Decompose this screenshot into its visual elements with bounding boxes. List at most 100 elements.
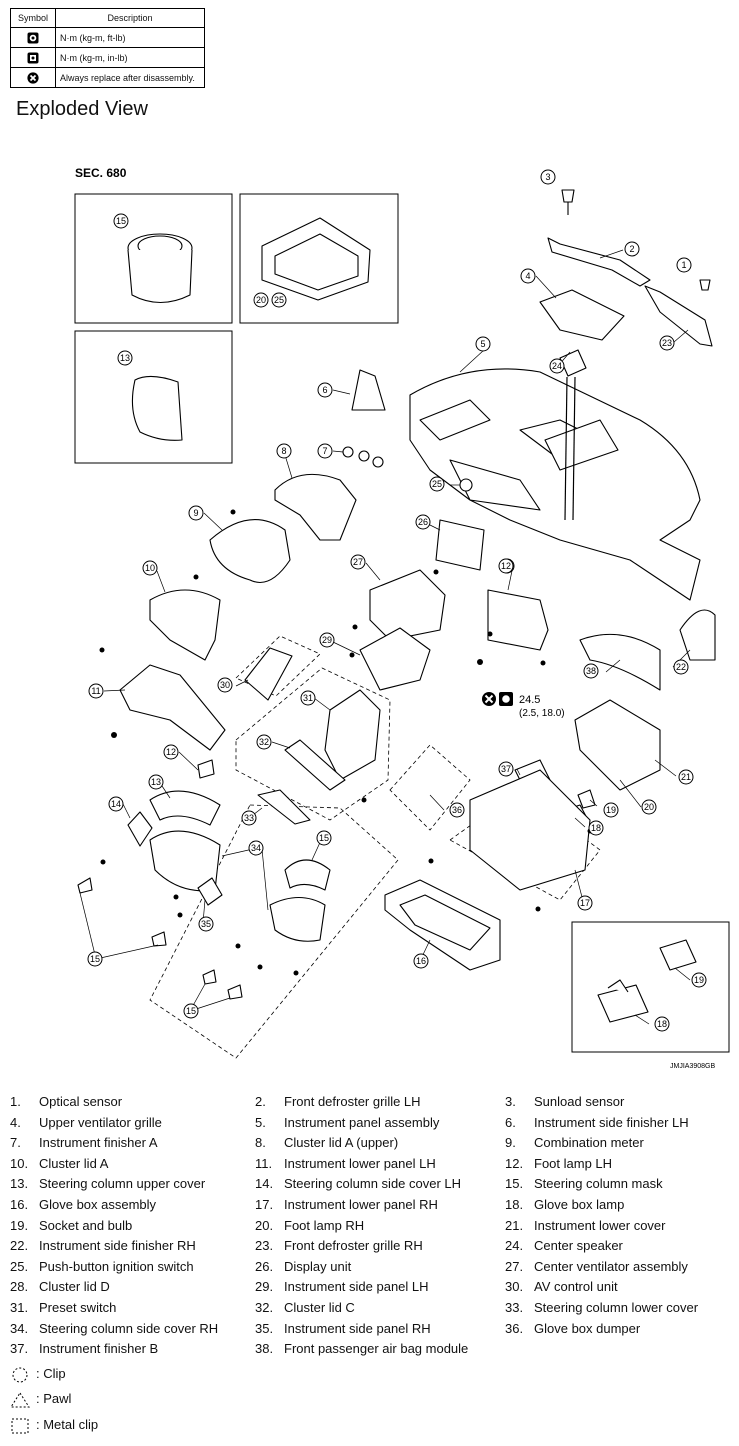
part-name: Cluster lid D [39,1279,110,1295]
part-number: 36. [505,1320,524,1336]
part-name: Steering column side cover LH [284,1176,462,1192]
part-number: 16. [10,1197,29,1212]
callout-label: 26 [418,517,428,527]
part-entry: 35.Instrument side panel RH [255,1321,431,1336]
part-number: 17. [255,1197,274,1212]
part-entry: 23.Front defroster grille RH [255,1238,423,1253]
part-entry: 38.Front passenger air bag module [255,1341,468,1356]
pawl-icon [10,1391,30,1408]
part-number: 14. [255,1176,274,1192]
callout-circle [498,761,514,777]
callout-circle [276,443,292,459]
part-entry: 14. Steering column side cover LH [255,1176,461,1191]
part-entry: 24.Center speaker [505,1238,623,1253]
part-number: 22. [10,1238,29,1254]
part-name: Steering column upper cover [39,1176,206,1192]
callout-label: 11 [91,686,100,696]
part-number: 7. [10,1135,21,1151]
part-entry: 13. Steering column upper cover [10,1176,205,1191]
exploded-view-diagram: SEC. 680 [74,166,730,1070]
part-name: Steering column mask [534,1176,663,1192]
callout-circle [475,336,491,352]
callout-label: 4 [525,271,530,281]
part-number: 10. [10,1155,29,1171]
callout-label: 3 [545,172,550,182]
callout-circle [588,820,604,836]
part-entry: 25.Push-button ignition switch [10,1259,194,1274]
part-name: Optical sensor [39,1094,123,1109]
callout-circle [498,558,514,574]
metal-clip-icon [11,1418,29,1434]
screws [99,509,593,976]
callout-circle [248,840,264,856]
callout-label: 32 [259,737,269,747]
part-entry: 10.Cluster lid A [10,1156,108,1171]
part-number: 31. [10,1300,29,1315]
part-entry: 4.Upper ventilator grille [10,1115,162,1130]
part-number: 37. [10,1341,29,1357]
part-name: Foot lamp LH [534,1155,613,1171]
part-entry: 7. Instrument finisher A [10,1135,158,1150]
callout-label: 20 [256,295,266,305]
part-entry: 21.Instrument lower cover [505,1218,666,1233]
part-entry: 11.Instrument lower panel LH [255,1156,436,1171]
part-name: Combination meter [534,1135,644,1151]
part-number: 2. [255,1094,266,1109]
callout-label: 25 [274,295,284,305]
callout-circle [540,169,556,185]
legend-row-ftlb: N·m (kg-m, ft-lb) [55,27,205,48]
callout-label: 5 [480,339,485,349]
callout-circle [253,292,269,308]
part-entry: 6.Instrument side finisher LH [505,1115,689,1130]
part-number: 13. [10,1176,29,1192]
callout-label: 15 [116,216,126,226]
callout-circle [271,292,287,308]
callout-circle [676,257,692,273]
torque-value: 24.5 [519,694,540,706]
part-name: Center speaker [534,1238,623,1254]
clip-icon [12,1367,28,1383]
key-entry: : Clip [10,1366,66,1383]
callout-circle [415,514,431,530]
leader-lines [79,249,691,1025]
part-number: 9. [505,1135,516,1151]
part-name: Instrument lower panel RH [284,1197,438,1212]
part-entry: 2.Front defroster grille LH [255,1094,421,1109]
part-number: 26. [255,1258,274,1274]
part-number: 8. [255,1135,266,1151]
part-entry: 20.Foot lamp RH [255,1218,364,1233]
callout-label: 29 [322,635,332,645]
callout-circle [429,476,445,492]
inset-boxes [74,193,730,1053]
callout-label: 36 [452,805,462,815]
callout-label: 7 [322,446,327,456]
part-shapes [77,189,716,1023]
part-number: 19. [10,1217,29,1233]
callout-circle [217,677,233,693]
part-name: Instrument finisher A [39,1135,158,1151]
section-label: SEC. 680 [75,166,127,180]
callout-label: 15 [186,1006,196,1016]
callout-label: 13 [151,777,161,787]
part-entry: 31.Preset switch [10,1300,116,1315]
part-number: 28. [10,1279,29,1295]
callout-label: 13 [120,353,130,363]
part-entry: 37.Instrument finisher B [10,1341,158,1356]
callout-label: 19 [694,975,704,985]
part-entry: 19.Socket and bulb [10,1218,132,1233]
part-number: 34. [10,1320,29,1336]
part-number: 30. [505,1279,524,1295]
part-name: Steering column side cover RH [39,1320,219,1336]
callout-circle [654,1016,670,1032]
key-label: : Pawl [36,1391,72,1406]
symbol-legend-table: Symbol Description N·m (kg-m, ft-lb) N·m… [10,8,205,88]
callout-label: 15 [90,954,100,964]
callout-label: 38 [586,666,596,676]
callout-circle [317,443,333,459]
callout-label: 1 [681,260,686,270]
callout-label: 2 [629,244,634,254]
part-name: Front passenger air bag module [284,1341,469,1357]
callout-circle [413,953,429,969]
legend-header-description: Description [55,8,205,28]
